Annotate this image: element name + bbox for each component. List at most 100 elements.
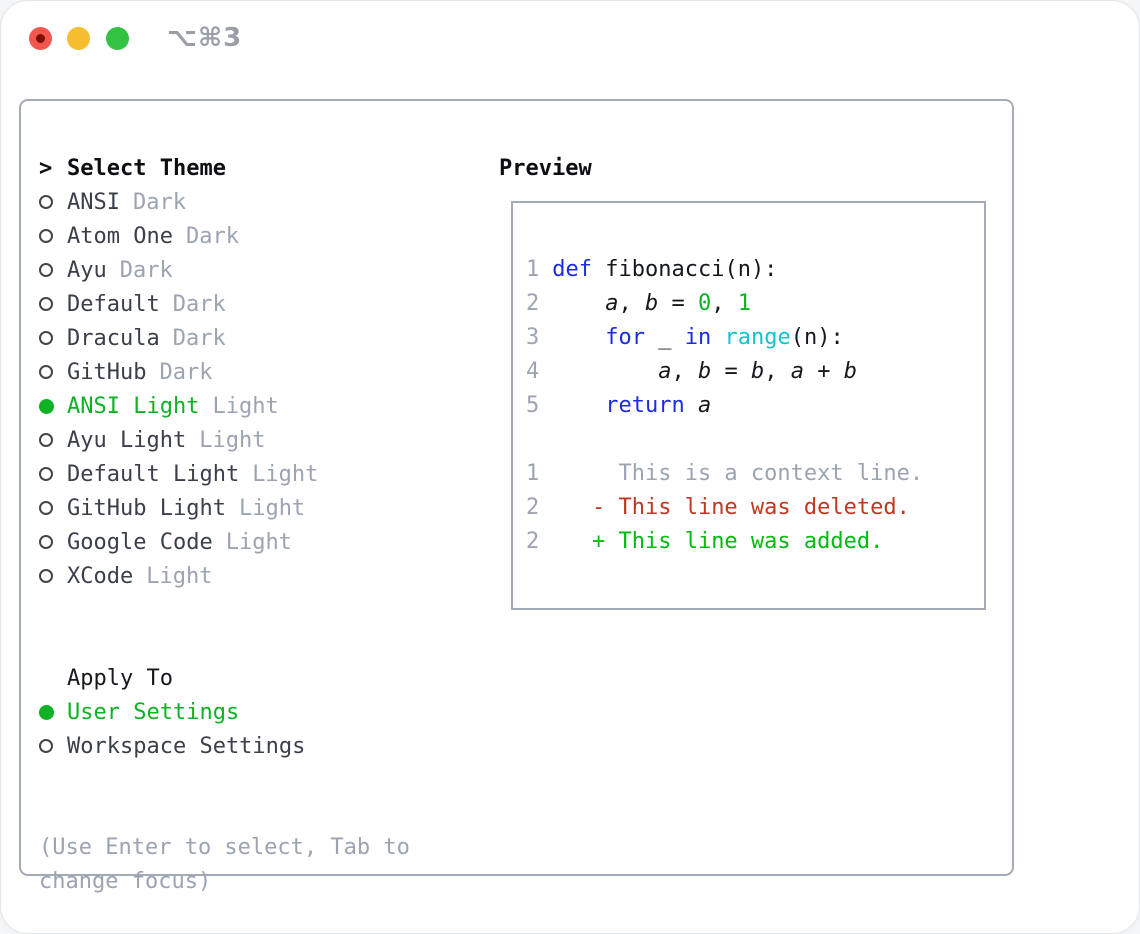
- radio-icon: [39, 501, 67, 515]
- code-segment: + This line was added.: [552, 528, 884, 554]
- theme-tag: Light: [199, 427, 266, 453]
- code-line: 2 a, b = 0, 1: [526, 286, 984, 320]
- code-segment: ,: [618, 290, 645, 316]
- code-segment: =: [711, 358, 751, 384]
- theme-tag: Light: [146, 563, 213, 589]
- theme-option-xcode[interactable]: XCode Light: [39, 559, 489, 593]
- code-segment: [685, 393, 698, 418]
- theme-option-ansi-dark[interactable]: ANSI Dark: [39, 185, 489, 219]
- theme-option-ayu-light[interactable]: Ayu Light Light: [39, 423, 489, 457]
- radio-selected-icon: [39, 398, 67, 414]
- line-number: 2: [526, 494, 540, 520]
- prompt-icon: >: [39, 155, 53, 181]
- theme-tag: Dark: [172, 291, 226, 317]
- code-segment: b: [750, 358, 765, 384]
- theme-name: Google Code: [67, 529, 213, 555]
- apply-to-title: Apply To: [67, 665, 173, 691]
- line-number: 3: [526, 324, 540, 350]
- theme-option-default-light[interactable]: Default Light Light: [39, 457, 489, 491]
- code-segment: [711, 325, 724, 350]
- close-button-dot: [36, 34, 45, 43]
- theme-tag: Dark: [119, 257, 173, 283]
- keyboard-hint: (Use Enter to select, Tab to change focu…: [39, 835, 410, 894]
- theme-name: XCode: [67, 563, 134, 589]
- code-line: 1 This is a context line.: [526, 456, 984, 490]
- theme-option-google-code[interactable]: Google Code Light: [39, 525, 489, 559]
- code-segment: +: [803, 358, 844, 384]
- code-segment: ,: [671, 358, 698, 384]
- apply-option-workspace-settings[interactable]: Workspace Settings: [39, 729, 489, 763]
- code-segment: ,: [711, 290, 738, 316]
- code-line: 2 + This line was added.: [526, 524, 984, 558]
- theme-selector: > Select Theme ANSI Dark Atom One Dark A…: [39, 151, 489, 899]
- theme-tag: Light: [252, 461, 319, 487]
- theme-option-default-dark[interactable]: Default Dark: [39, 287, 489, 321]
- radio-icon: [39, 263, 67, 277]
- apply-option-label: Workspace Settings: [67, 733, 306, 759]
- tui-panel: > Select Theme ANSI Dark Atom One Dark A…: [19, 99, 1014, 894]
- code-line: 5 return a: [526, 388, 984, 422]
- code-segment: This is a context line.: [552, 460, 924, 486]
- code-line: [526, 422, 984, 456]
- code-segment: [552, 393, 605, 418]
- code-segment: 0: [697, 290, 712, 316]
- line-number: 5: [526, 392, 540, 418]
- code-segment: a: [658, 358, 672, 384]
- code-segment: ,: [764, 358, 791, 384]
- theme-name: GitHub Light: [67, 495, 226, 521]
- theme-tag: Light: [225, 529, 292, 555]
- select-theme-title: Select Theme: [67, 155, 226, 181]
- theme-tag: Light: [212, 393, 279, 419]
- keyboard-shortcut-label: ⌥⌘3: [167, 23, 243, 53]
- code-segment: for: [605, 324, 645, 350]
- theme-name: Dracula: [67, 325, 160, 351]
- code-segment: [552, 359, 658, 384]
- radio-icon: [39, 365, 67, 379]
- line-number: 2: [526, 290, 540, 316]
- spacer: [39, 593, 489, 661]
- theme-option-ayu-dark[interactable]: Ayu Dark: [39, 253, 489, 287]
- theme-option-atom-one-dark[interactable]: Atom One Dark: [39, 219, 489, 253]
- theme-tag: Light: [238, 495, 306, 521]
- apply-option-user-settings[interactable]: User Settings: [39, 695, 489, 729]
- code-segment: a: [697, 392, 712, 418]
- close-button[interactable]: [29, 27, 52, 50]
- select-theme-header: > Select Theme: [39, 151, 489, 185]
- theme-name: Default Light: [67, 461, 240, 487]
- theme-name: Atom One: [67, 223, 173, 249]
- line-number: 1: [526, 460, 540, 486]
- code-segment: a: [605, 290, 619, 316]
- radio-icon: [39, 195, 67, 209]
- code-segment: fibonacci(n):: [592, 256, 778, 282]
- theme-tag: Dark: [172, 325, 226, 351]
- radio-icon: [39, 467, 67, 481]
- theme-tag: Dark: [159, 359, 213, 385]
- theme-option-github-dark[interactable]: GitHub Dark: [39, 355, 489, 389]
- radio-icon: [39, 229, 67, 243]
- theme-option-github-light[interactable]: GitHub Light Light: [39, 491, 489, 525]
- radio-icon: [39, 569, 67, 583]
- radio-icon: [39, 297, 67, 311]
- minimize-button[interactable]: [67, 27, 90, 50]
- code-segment: in: [684, 324, 712, 350]
- code-segment: a: [790, 358, 804, 384]
- theme-name: Ayu: [67, 257, 107, 283]
- line-number: 4: [526, 358, 540, 384]
- preview-title: Preview: [499, 155, 592, 181]
- theme-name: GitHub: [67, 359, 147, 385]
- theme-option-dracula-dark[interactable]: Dracula Dark: [39, 321, 489, 355]
- code-segment: b: [644, 290, 659, 316]
- code-segment: range: [724, 324, 791, 350]
- zoom-button[interactable]: [106, 27, 129, 50]
- theme-tag: Dark: [185, 223, 239, 249]
- spacer: [39, 763, 489, 831]
- code-segment: return: [605, 392, 685, 418]
- code-segment: [552, 325, 605, 350]
- radio-icon: [39, 433, 67, 447]
- theme-tag: Dark: [132, 189, 186, 215]
- theme-option-ansi-light[interactable]: ANSI Light Light: [39, 389, 489, 423]
- radio-icon: [39, 535, 67, 549]
- code-segment: b: [697, 358, 712, 384]
